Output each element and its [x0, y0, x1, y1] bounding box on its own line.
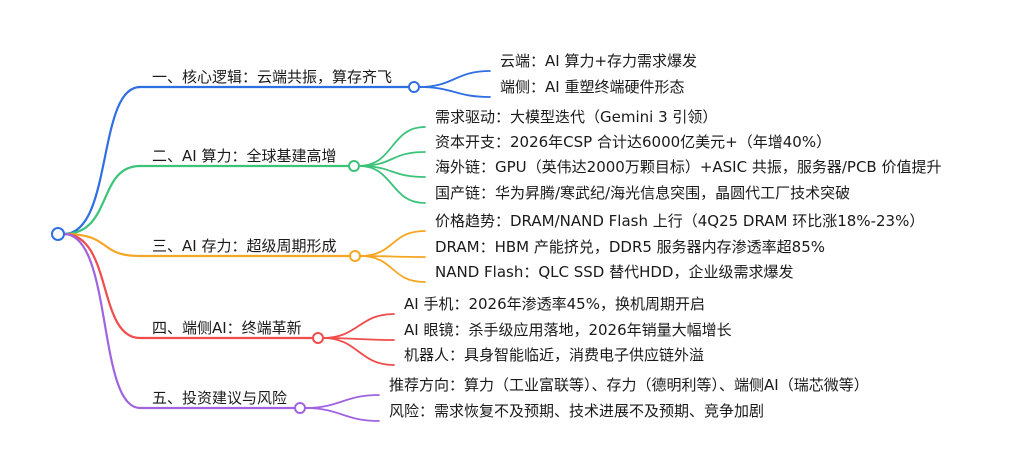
branch-5-label: 五、投资建议与风险	[152, 389, 288, 407]
branch-2-child-4-connector	[358, 165, 426, 204]
branch-2-label: 二、AI 算力：全球基建高增	[152, 147, 337, 165]
branch-5-child-2-connector	[304, 407, 380, 422]
branch-1-node[interactable]	[408, 81, 420, 93]
branch-1-label: 一、核心逻辑：云端共振，算存齐飞	[152, 68, 393, 86]
branch-2-connector	[62, 164, 142, 236]
branch-3-child-2-label: DRAM：HBM 产能挤兑，DDR5 服务器内存渗透率超85%	[435, 238, 826, 256]
branch-3-label: 三、AI 存力：超级周期形成	[152, 237, 337, 255]
branch-5-child-2-label: 风险：需求恢复不及预期、技术进展不及预期、竞争加剧	[389, 402, 765, 420]
branch-2-child-3-label: 海外链：GPU（英伟达2000万颗目标）+ASIC 共振，服务器/PCB 价值提…	[435, 158, 942, 176]
branch-1-child-2-connector	[418, 86, 491, 98]
branch-1-child-1-label: 云端：AI 算力+存力需求爆发	[500, 52, 698, 70]
branch-2-node[interactable]	[348, 160, 360, 172]
branch-3-child-3-connector	[359, 255, 426, 283]
branch-5-child-1-label: 推荐方向：算力（工业富联等）、存力（德明利等）、端侧AI（瑞芯微等）	[389, 376, 869, 394]
root-node[interactable]	[51, 227, 65, 241]
branch-4-child-3-label: 机器人：具身智能临近，消费电子供应链外溢	[404, 346, 705, 364]
branch-1-child-1-connector	[418, 70, 491, 88]
branch-3-child-1-label: 价格趋势：DRAM/NAND Flash 上行（4Q25 DRAM 环比涨18%…	[435, 212, 925, 230]
branch-4-child-1-connector	[322, 313, 395, 339]
branch-2-child-4-label: 国产链：华为昇腾/寒武纪/海光信息突围，晶圆代工厂技术突破	[435, 184, 851, 202]
branch-5-node[interactable]	[294, 402, 306, 414]
branch-1-child-2-label: 端侧：AI 重塑终端硬件形态	[500, 78, 685, 96]
branch-3-child-1-connector	[359, 230, 426, 257]
branch-4-child-2-label: AI 眼镜：杀手级应用落地，2026年销量大幅增长	[404, 321, 732, 339]
branch-4-label: 四、端侧AI：终端革新	[152, 319, 302, 337]
branch-2-child-1-connector	[358, 126, 426, 167]
branch-4-child-1-label: AI 手机：2026年渗透率45%，换机周期开启	[404, 295, 705, 313]
branch-3-child-3-label: NAND Flash：QLC SSD 替代HDD，企业级需求爆发	[435, 263, 794, 281]
branch-3-connector	[62, 232, 142, 258]
branch-2-child-1-label: 需求驱动：大模型迭代（Gemini 3 引领）	[435, 108, 718, 126]
branch-3-node[interactable]	[349, 250, 361, 262]
branch-5-child-1-connector	[304, 394, 380, 409]
branch-5-connector	[62, 232, 142, 410]
branch-2-child-2-label: 资本开支：2026年CSP 合计达6000亿美元+（年增40%）	[435, 133, 832, 151]
branch-4-node[interactable]	[312, 332, 324, 344]
branch-4-connector	[62, 232, 142, 340]
branch-1-connector	[62, 85, 142, 236]
branch-4-child-3-connector	[322, 337, 395, 366]
